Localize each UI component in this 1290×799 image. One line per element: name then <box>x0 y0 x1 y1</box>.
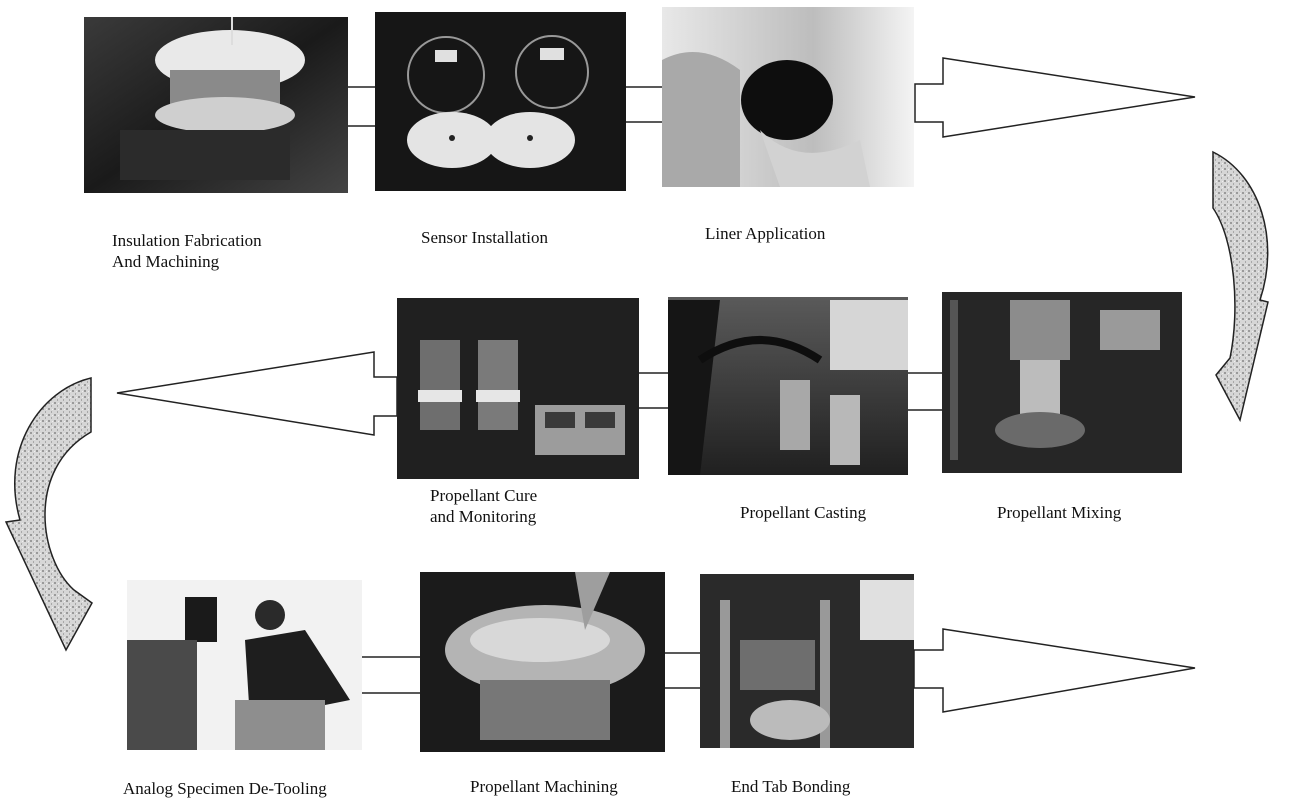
liner-application-photo <box>662 7 914 187</box>
curved-arrow-right <box>1212 150 1269 423</box>
connector-row3 <box>362 652 700 694</box>
caption-casting: Propellant Casting <box>740 503 867 522</box>
propellant-casting-photo <box>668 297 908 475</box>
propellant-mixing-photo <box>942 292 1182 473</box>
propellant-cure-photo <box>397 298 639 479</box>
caption-insulation: Insulation Fabrication And Machining <box>112 231 262 271</box>
arrow-right-row1 <box>914 57 1196 138</box>
curved-arrow-left <box>4 377 93 652</box>
arrow-left-row2 <box>116 351 398 436</box>
caption-machining: Propellant Machining <box>470 777 618 796</box>
propellant-machining-photo <box>420 572 665 752</box>
caption-sensor: Sensor Installation <box>421 228 549 247</box>
sensor-installation-photo <box>375 12 626 191</box>
caption-mixing: Propellant Mixing <box>997 503 1122 522</box>
connector-row1 <box>348 86 662 127</box>
end-tab-bonding-photo <box>700 574 914 748</box>
insulation-machining-photo <box>84 17 348 193</box>
caption-detooling: Analog Specimen De-Tooling <box>123 779 327 798</box>
connector-row2 <box>639 372 942 411</box>
caption-bonding: End Tab Bonding <box>731 777 851 796</box>
caption-cure: Propellant Cure and Monitoring <box>430 486 538 526</box>
arrow-right-row3 <box>913 628 1196 713</box>
caption-liner: Liner Application <box>705 224 826 243</box>
specimen-detooling-photo <box>127 580 362 750</box>
